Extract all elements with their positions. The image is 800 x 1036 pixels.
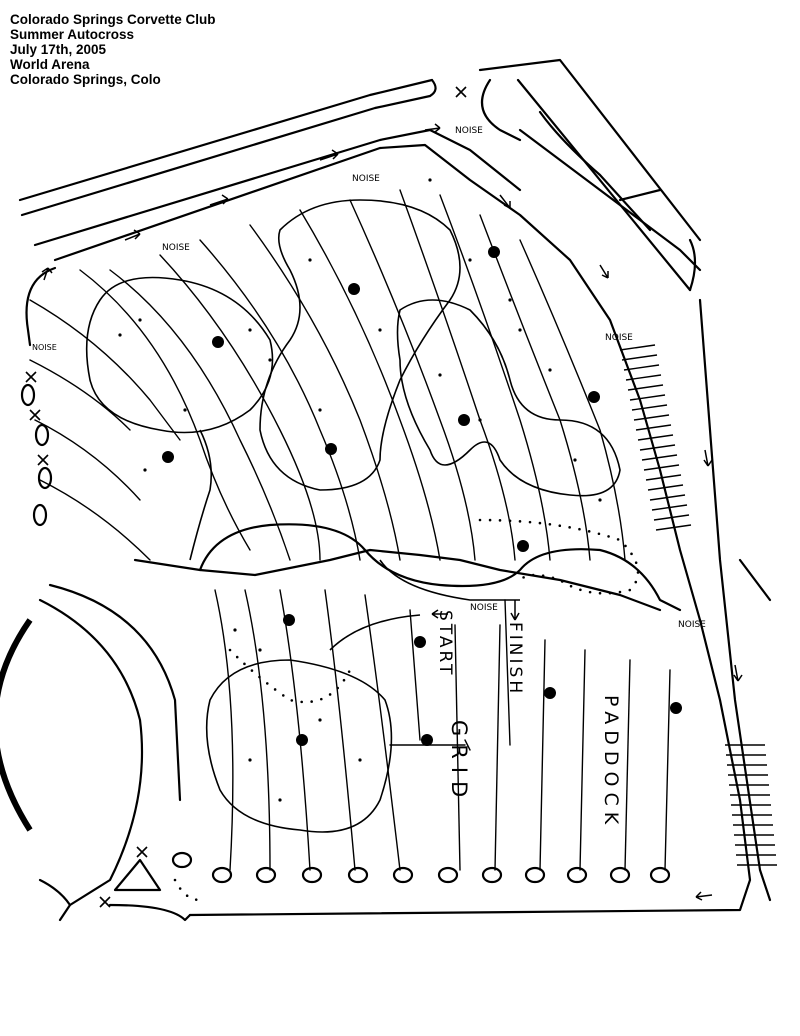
noise-label: NOISE — [605, 333, 633, 343]
cross-mark-icon — [455, 86, 467, 98]
grid-label: GRID — [447, 720, 471, 805]
noise-label: NOISE — [32, 343, 57, 352]
course-outline — [85, 199, 621, 833]
left-edge-pods — [20, 383, 53, 527]
upper-parking-lines — [29, 189, 626, 561]
arrow-icon — [695, 891, 713, 901]
right-hatching — [619, 344, 777, 866]
noise-label: NOISE — [455, 126, 483, 136]
paddock-label: PADDOCK — [600, 695, 622, 830]
arrow-icon — [41, 267, 53, 281]
venue-name: World Arena — [10, 57, 90, 72]
pylon-dot-icon — [421, 734, 433, 746]
noise-labels: NOISE NOISE NOISE NOISE NOISE NOISE NOIS… — [32, 126, 706, 630]
lot-boundary — [53, 143, 772, 917]
pylon-dot-icon — [544, 687, 556, 699]
arrow-icon — [703, 449, 713, 467]
pylon-markers — [162, 246, 682, 746]
pylon-dot-icon — [414, 636, 426, 648]
arrow-icon — [510, 600, 520, 621]
start-label: START — [435, 610, 455, 677]
arrow-icon — [124, 229, 141, 241]
arrow-icon — [209, 194, 229, 206]
event-name: Summer Autocross — [10, 27, 135, 42]
pylon-dot-icon — [488, 246, 500, 258]
cross-mark-icon — [37, 454, 49, 466]
arrow-icon — [431, 609, 448, 619]
pylon-dot-icon — [325, 443, 337, 455]
cross-marks — [25, 86, 467, 908]
pylon-dot-icon — [283, 614, 295, 626]
map-title-block: Colorado Springs Corvette Club Summer Au… — [10, 12, 216, 87]
bottom-islands — [38, 851, 671, 922]
event-date: July 17th, 2005 — [10, 42, 107, 57]
arrow-icon — [733, 664, 743, 682]
cross-mark-icon — [29, 409, 41, 421]
noise-label: NOISE — [678, 620, 706, 630]
arrow-icon — [499, 194, 511, 209]
pylon-dot-icon — [670, 702, 682, 714]
cross-mark-icon — [99, 896, 111, 908]
noise-label: NOISE — [162, 243, 190, 253]
pylon-dot-icon — [458, 414, 470, 426]
cross-mark-icon — [25, 371, 37, 383]
pylon-dot-icon — [162, 451, 174, 463]
pylon-dot-icon — [588, 391, 600, 403]
venue-location: Colorado Springs, Colo — [10, 72, 161, 87]
noise-label: NOISE — [470, 603, 498, 613]
pylon-dot-icon — [517, 540, 529, 552]
pylon-dotted-lines — [173, 518, 640, 902]
finish-label: FINISH — [505, 622, 525, 696]
noise-label: NOISE — [352, 174, 380, 184]
club-name: Colorado Springs Corvette Club — [10, 12, 216, 27]
arrow-icon — [319, 149, 339, 161]
arena-circle — [0, 583, 182, 907]
cross-mark-icon — [136, 846, 148, 858]
pylon-dot-icon — [296, 734, 308, 746]
pylon-dot-icon — [212, 336, 224, 348]
arrow-icon — [424, 123, 441, 133]
arrow-icon — [599, 264, 609, 279]
pylon-dots — [118, 178, 602, 802]
flow-arrows — [41, 123, 743, 901]
pylon-dot-icon — [348, 283, 360, 295]
